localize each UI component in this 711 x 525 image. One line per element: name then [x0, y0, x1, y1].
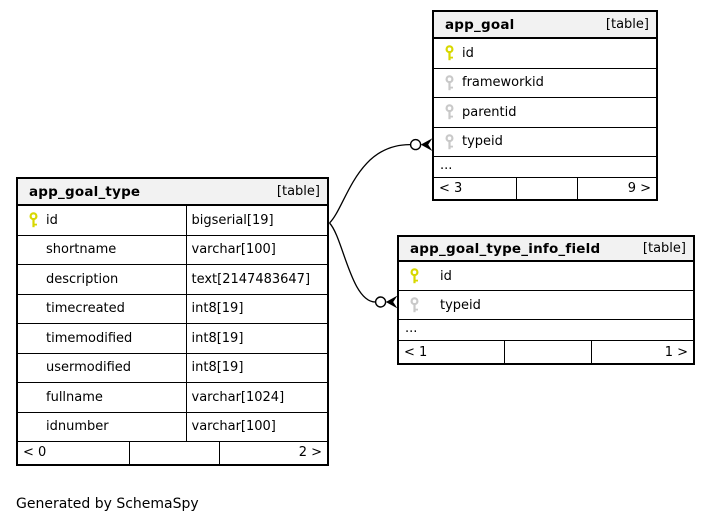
column-name: usermodified [46, 360, 132, 376]
table-tag: [table] [605, 17, 649, 32]
table-row: id [434, 39, 656, 69]
rows-count: 9 > [577, 178, 656, 199]
table-row: timemodified int8[19] [18, 324, 327, 354]
column-name: id [462, 45, 474, 61]
children-count: < 0 [23, 445, 47, 461]
table-header-app_goal_type[interactable]: app_goal_type [table] [18, 179, 327, 206]
table-title: app_goal [445, 16, 515, 33]
table-app_goal: app_goal [table] id frameworkid parentid [432, 10, 658, 201]
column-type: int8[19] [185, 294, 328, 323]
column-type: varchar[100] [185, 235, 328, 264]
table-tag: [table] [276, 184, 320, 199]
column-name: shortname [46, 242, 117, 258]
table-row: parentid [434, 98, 656, 128]
relationship-curve-app_goal [329, 143, 411, 224]
zero-cardinality-circle [374, 296, 387, 308]
table-header-app_goal_type_info_field[interactable]: app_goal_type_info_field [table] [399, 237, 693, 262]
column-type: text[2147483647] [185, 265, 328, 294]
hidden-columns-ellipsis: ... [399, 320, 693, 341]
table-title: app_goal_type [29, 183, 141, 200]
column-name: timecreated [46, 301, 125, 317]
rows-count: 2 > [219, 442, 327, 464]
foreign-key-icon [445, 133, 454, 149]
rows-count: 1 > [591, 341, 693, 363]
table-footer: < 1 1 > [399, 341, 693, 363]
table-row: idnumber varchar[100] [18, 412, 328, 442]
table-footer: < 3 9 > [434, 178, 656, 199]
column-name: timemodified [46, 330, 133, 346]
column-type: bigserial[19] [185, 206, 328, 235]
table-row: typeid [399, 291, 693, 320]
column-name: id [440, 268, 452, 284]
table-row: id bigserial[19] [18, 206, 327, 236]
column-name: id [46, 212, 58, 228]
column-type: varchar[1024] [185, 383, 328, 412]
footer-middle [516, 178, 577, 199]
table-row: timecreated int8[19] [18, 294, 328, 324]
column-name: fullname [46, 389, 103, 405]
column-type: int8[19] [185, 353, 328, 382]
column-name: typeid [462, 134, 503, 150]
table-row: usermodified int8[19] [18, 353, 328, 383]
table-row: frameworkid [434, 69, 656, 98]
relationship-curve-app_goal_type_info_field [329, 222, 376, 303]
zero-cardinality-circle [409, 138, 422, 151]
table-header-app_goal[interactable]: app_goal [table] [434, 12, 656, 39]
table-app_goal_type: app_goal_type [table] id bigserial[19] s… [16, 177, 329, 466]
table-app_goal_type_info_field: app_goal_type_info_field [table] id type… [397, 235, 695, 365]
primary-key-icon [445, 45, 454, 61]
crow-foot-arrow [420, 138, 433, 151]
foreign-key-icon [445, 74, 454, 90]
footer-middle [129, 442, 219, 464]
table-row: description text[2147483647] [18, 265, 327, 295]
table-tag: [table] [642, 241, 686, 256]
column-type: int8[19] [185, 324, 328, 353]
hidden-columns-ellipsis: ... [434, 157, 656, 178]
footer-middle [504, 341, 591, 363]
column-name: description [46, 271, 119, 287]
table-row: id [399, 262, 693, 291]
column-name: idnumber [46, 419, 109, 435]
crow-foot-arrow [385, 295, 398, 309]
generator-credit: Generated by SchemaSpy [16, 496, 199, 512]
table-footer: < 0 2 > [18, 442, 327, 464]
table-row: fullname varchar[1024] [18, 383, 327, 413]
primary-key-icon [29, 212, 38, 228]
table-title: app_goal_type_info_field [410, 240, 601, 257]
foreign-key-icon [445, 104, 454, 120]
column-name: typeid [440, 297, 481, 313]
children-count: < 3 [439, 180, 463, 196]
primary-key-icon [410, 268, 419, 284]
foreign-key-icon [410, 297, 419, 313]
children-count: < 1 [404, 344, 428, 360]
table-row: shortname varchar[100] [18, 235, 328, 265]
column-type: varchar[100] [185, 412, 328, 441]
table-row: typeid [434, 128, 656, 157]
column-name: parentid [462, 104, 517, 120]
column-name: frameworkid [462, 75, 544, 91]
